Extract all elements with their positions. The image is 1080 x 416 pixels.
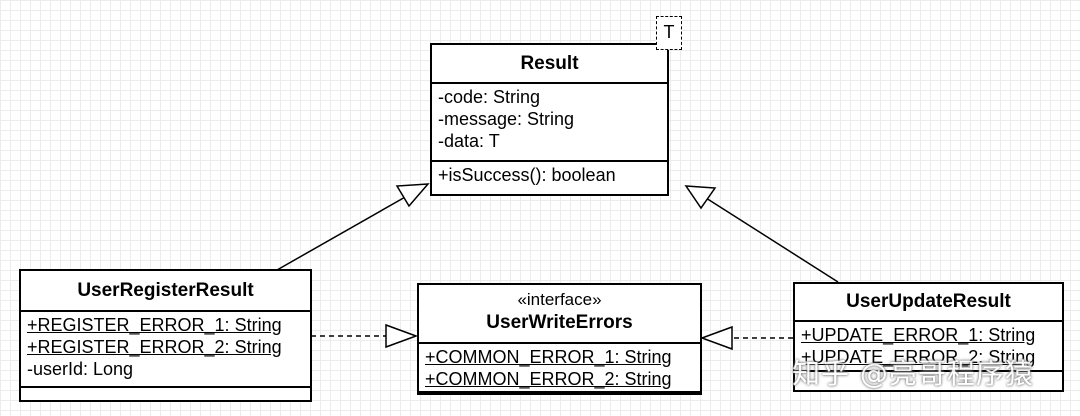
class-user-register-result-name: UserRegisterResult bbox=[21, 271, 310, 312]
attribute-register-error-2: +REGISTER_ERROR_2: String bbox=[27, 337, 282, 357]
class-user-update-result-attributes: +UPDATE_ERROR_1: String +UPDATE_ERROR_2:… bbox=[795, 322, 1062, 372]
generalization-arrowhead-register bbox=[395, 183, 430, 208]
class-user-register-result-attributes: +REGISTER_ERROR_1: String +REGISTER_ERRO… bbox=[21, 312, 310, 388]
realization-arrowhead-update bbox=[699, 325, 733, 351]
generalization-line-register bbox=[276, 195, 408, 271]
generalization-line-update bbox=[705, 197, 839, 283]
interface-stereotype: «interface» bbox=[517, 290, 602, 309]
attribute-message: -message: String bbox=[438, 109, 575, 129]
interface-user-write-errors-name: UserWriteErrors bbox=[486, 312, 633, 333]
interface-user-write-errors: «interface» UserWriteErrors +COMMON_ERRO… bbox=[417, 283, 702, 395]
class-result-attributes: -code: String -message: String -data: T bbox=[432, 84, 667, 162]
realization-arrowhead-register bbox=[385, 323, 419, 349]
attribute-user-id: -userId: Long bbox=[27, 359, 134, 379]
attribute-common-error-2: +COMMON_ERROR_2: String bbox=[425, 369, 672, 389]
class-result: Result -code: String -message: String -d… bbox=[430, 43, 669, 196]
method-is-success: +isSuccess(): boolean bbox=[438, 165, 616, 185]
attribute-register-error-1: +REGISTER_ERROR_1: String bbox=[27, 315, 282, 335]
generalization-arrowhead-update bbox=[684, 185, 717, 210]
interface-user-write-errors-header: «interface» UserWriteErrors bbox=[419, 285, 700, 344]
attribute-update-error-1: +UPDATE_ERROR_1: String bbox=[801, 325, 1036, 345]
class-user-update-result-name: UserUpdateResult bbox=[795, 284, 1062, 322]
attribute-code: -code: String bbox=[438, 87, 541, 107]
class-result-name: Result bbox=[432, 45, 667, 84]
attribute-update-error-2: +UPDATE_ERROR_2: String bbox=[801, 347, 1036, 367]
watermark-text: 知乎 @亮哥程序猿 bbox=[792, 357, 1034, 390]
attribute-common-error-1: +COMMON_ERROR_1: String bbox=[425, 347, 672, 367]
interface-user-write-errors-attributes: +COMMON_ERROR_1: String +COMMON_ERROR_2:… bbox=[419, 344, 700, 393]
class-user-register-result: UserRegisterResult +REGISTER_ERROR_1: St… bbox=[19, 269, 312, 402]
class-user-register-result-methods bbox=[21, 388, 310, 390]
type-parameter-box: T bbox=[656, 16, 682, 50]
attribute-data: -data: T bbox=[438, 131, 500, 151]
class-user-update-result: UserUpdateResult +UPDATE_ERROR_1: String… bbox=[793, 282, 1064, 392]
class-result-methods: +isSuccess(): boolean bbox=[432, 162, 667, 186]
